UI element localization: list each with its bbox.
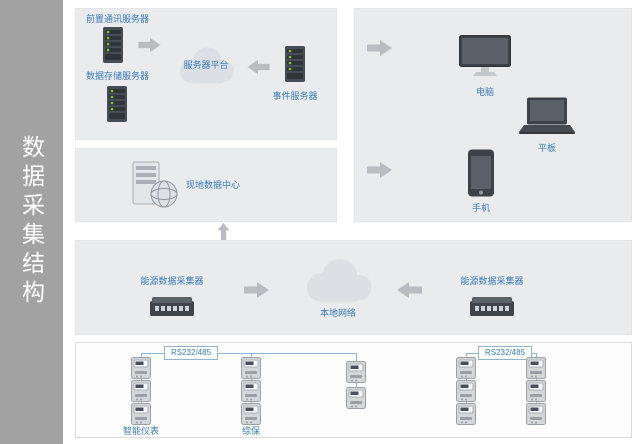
data-storage-server-label: 数据存储服务器 bbox=[86, 71, 150, 81]
meter-icon bbox=[131, 357, 151, 379]
front-comm-server-icon bbox=[100, 26, 126, 64]
rs232-485-label-right: RS232/485 bbox=[478, 346, 532, 360]
meter-icon bbox=[131, 380, 151, 402]
meter-icon bbox=[526, 357, 546, 379]
meter-icon bbox=[241, 403, 261, 425]
data-storage-server-icon bbox=[104, 85, 130, 123]
pc-label: 电脑 bbox=[475, 87, 494, 97]
tablet-label: 平板 bbox=[537, 143, 556, 153]
diagram-title: 数据采集结构 bbox=[18, 135, 45, 309]
arrow-right-icon bbox=[244, 281, 270, 299]
meter-icon bbox=[346, 361, 366, 383]
laptop-icon bbox=[519, 97, 575, 135]
meter-icon bbox=[456, 403, 476, 425]
meter-icon bbox=[526, 403, 546, 425]
meter-icon bbox=[456, 380, 476, 402]
local-network-panel: 能源数据采集器 本地网络 能源数据采集器 bbox=[75, 240, 632, 335]
event-server-icon bbox=[282, 45, 308, 83]
desktop-computer-icon bbox=[459, 35, 511, 77]
datacenter-server-globe-icon bbox=[132, 161, 178, 209]
local-network-label: 本地网络 bbox=[319, 308, 356, 318]
client-devices-panel: 电脑 平板 手机 bbox=[354, 8, 632, 222]
server-platform-label: 服务器平台 bbox=[183, 60, 229, 70]
meter-icon bbox=[346, 387, 366, 409]
server-platform-panel: 前置通讯服务器 服务器平台 数据存储服务器 事件服务器 bbox=[75, 8, 337, 140]
meter-icon bbox=[241, 357, 261, 379]
field-devices-panel: RS232/485 RS232/485 智能仪表 综保 bbox=[75, 342, 632, 438]
energy-collector-left-icon bbox=[149, 293, 195, 319]
meter-icon bbox=[456, 357, 476, 379]
mobile-phone-icon bbox=[467, 149, 495, 197]
arrow-right-icon bbox=[367, 39, 393, 57]
local-network-cloud-icon bbox=[296, 253, 380, 307]
meter-icon bbox=[131, 403, 151, 425]
arrow-left-icon bbox=[246, 59, 270, 75]
bus-line-left bbox=[141, 353, 357, 354]
energy-collector-left-label: 能源数据采集器 bbox=[140, 276, 204, 286]
meter-icon bbox=[526, 380, 546, 402]
smart-meter-group-label: 智能仪表 bbox=[122, 426, 159, 436]
meter-icon bbox=[241, 380, 261, 402]
event-server-label: 事件服务器 bbox=[272, 91, 318, 101]
arrow-right-icon bbox=[367, 161, 393, 179]
arrow-up-icon bbox=[216, 223, 231, 240]
arrow-right-icon bbox=[138, 37, 162, 53]
sidebar: 数据采集结构 bbox=[0, 0, 63, 444]
phone-label: 手机 bbox=[471, 203, 490, 213]
rs232-485-label-left: RS232/485 bbox=[164, 346, 218, 360]
datacenter-label: 现地数据中心 bbox=[186, 180, 241, 190]
energy-collector-right-label: 能源数据采集器 bbox=[460, 276, 524, 286]
protection-group-label: 综保 bbox=[241, 426, 260, 436]
front-comm-server-label: 前置通讯服务器 bbox=[86, 14, 150, 24]
arrow-left-icon bbox=[396, 281, 422, 299]
energy-collector-right-icon bbox=[469, 293, 515, 319]
local-datacenter-panel: 现地数据中心 bbox=[75, 148, 337, 222]
